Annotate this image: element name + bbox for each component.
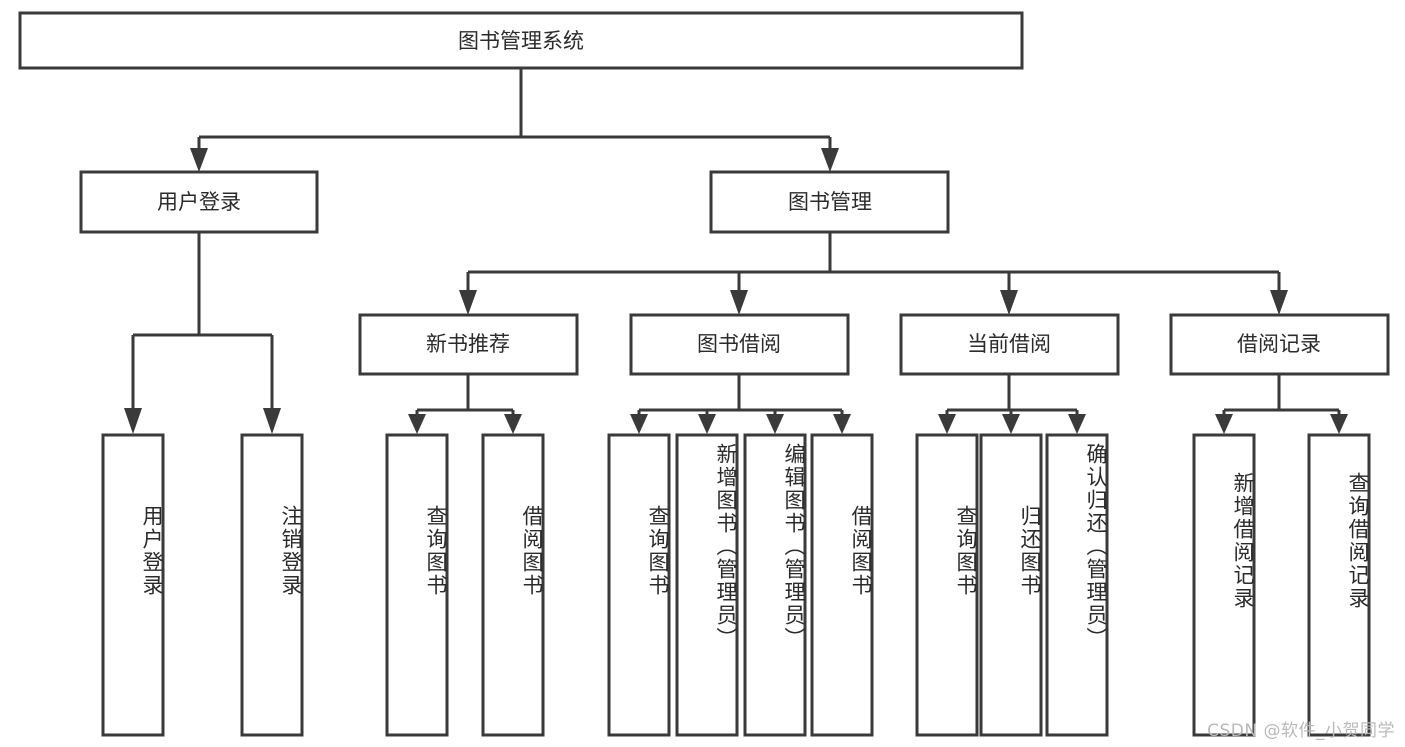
leaf-box-cb-return-book[interactable] <box>979 433 1043 737</box>
node-borrow-record-label: 借阅记录 <box>1237 332 1321 356</box>
leaf-box-bb-borrow-book[interactable] <box>810 433 874 737</box>
arrow-icon-bb-leaf-2 <box>698 414 716 434</box>
leaf-box-nb-borrow-book[interactable] <box>481 433 545 737</box>
node-book-manage-box[interactable] <box>709 170 950 234</box>
arrow-icon-cb-leaf-1 <box>938 414 956 434</box>
node-root-label: 图书管理系统 <box>458 29 584 53</box>
node-book-borrow-box[interactable] <box>629 313 850 376</box>
csdn-watermark: CSDN @软件_小贺同学 <box>1207 721 1395 741</box>
node-root-box[interactable] <box>18 11 1024 70</box>
leaf-box-bb-add-book[interactable] <box>675 433 739 737</box>
arrow-icon-bb-leaf-3 <box>766 414 784 434</box>
arrow-icon-root-to-book-manage <box>821 148 839 172</box>
leaf-box-br-query-record[interactable] <box>1307 433 1371 737</box>
leaf-box-br-add-record[interactable] <box>1192 433 1256 737</box>
arrow-icon-root-to-user-login <box>190 148 208 172</box>
node-borrow-record-box[interactable] <box>1169 313 1390 376</box>
arrow-icon-cb-leaf-2 <box>1002 414 1020 434</box>
node-current-borrow-box[interactable] <box>899 313 1120 376</box>
leaf-box-nb-query-book[interactable] <box>385 433 449 737</box>
arrow-icon-br-leaf-1 <box>1215 414 1233 434</box>
arrow-icon-to-book-borrow <box>730 290 748 315</box>
leaf-box-cb-query-book[interactable] <box>915 433 979 737</box>
arrow-icon-to-leaf-logout <box>263 408 281 434</box>
arrow-icon-nb-leaf-2 <box>504 414 522 434</box>
arrow-icon-bb-leaf-4 <box>833 414 851 434</box>
node-current-borrow-label: 当前借阅 <box>967 332 1051 356</box>
arrow-icon-cb-leaf-3 <box>1068 414 1086 434</box>
node-book-manage-label: 图书管理 <box>788 190 872 214</box>
leaf-box-user-login[interactable] <box>101 433 165 737</box>
node-new-book-recommend-box[interactable] <box>358 313 579 376</box>
arrow-icon-to-borrow-record <box>1270 290 1288 315</box>
node-user-login-label: 用户登录 <box>157 190 241 214</box>
arrow-icon-to-new-book-recommend <box>459 290 477 315</box>
node-new-book-recommend-label: 新书推荐 <box>426 332 510 356</box>
arrow-icon-to-leaf-user-login <box>124 408 142 434</box>
leaf-box-bb-query-book[interactable] <box>607 433 671 737</box>
arrow-icon-bb-leaf-1 <box>630 414 648 434</box>
arrow-icon-to-current-borrow <box>1000 290 1018 315</box>
node-book-borrow-label: 图书借阅 <box>697 332 781 356</box>
arrow-icon-br-leaf-2 <box>1330 414 1348 434</box>
leaf-box-cb-confirm-return[interactable] <box>1045 433 1109 737</box>
leaf-box-bb-edit-book[interactable] <box>743 433 807 737</box>
leaf-box-logout[interactable] <box>240 433 304 737</box>
arrow-icon-nb-leaf-1 <box>408 414 426 434</box>
